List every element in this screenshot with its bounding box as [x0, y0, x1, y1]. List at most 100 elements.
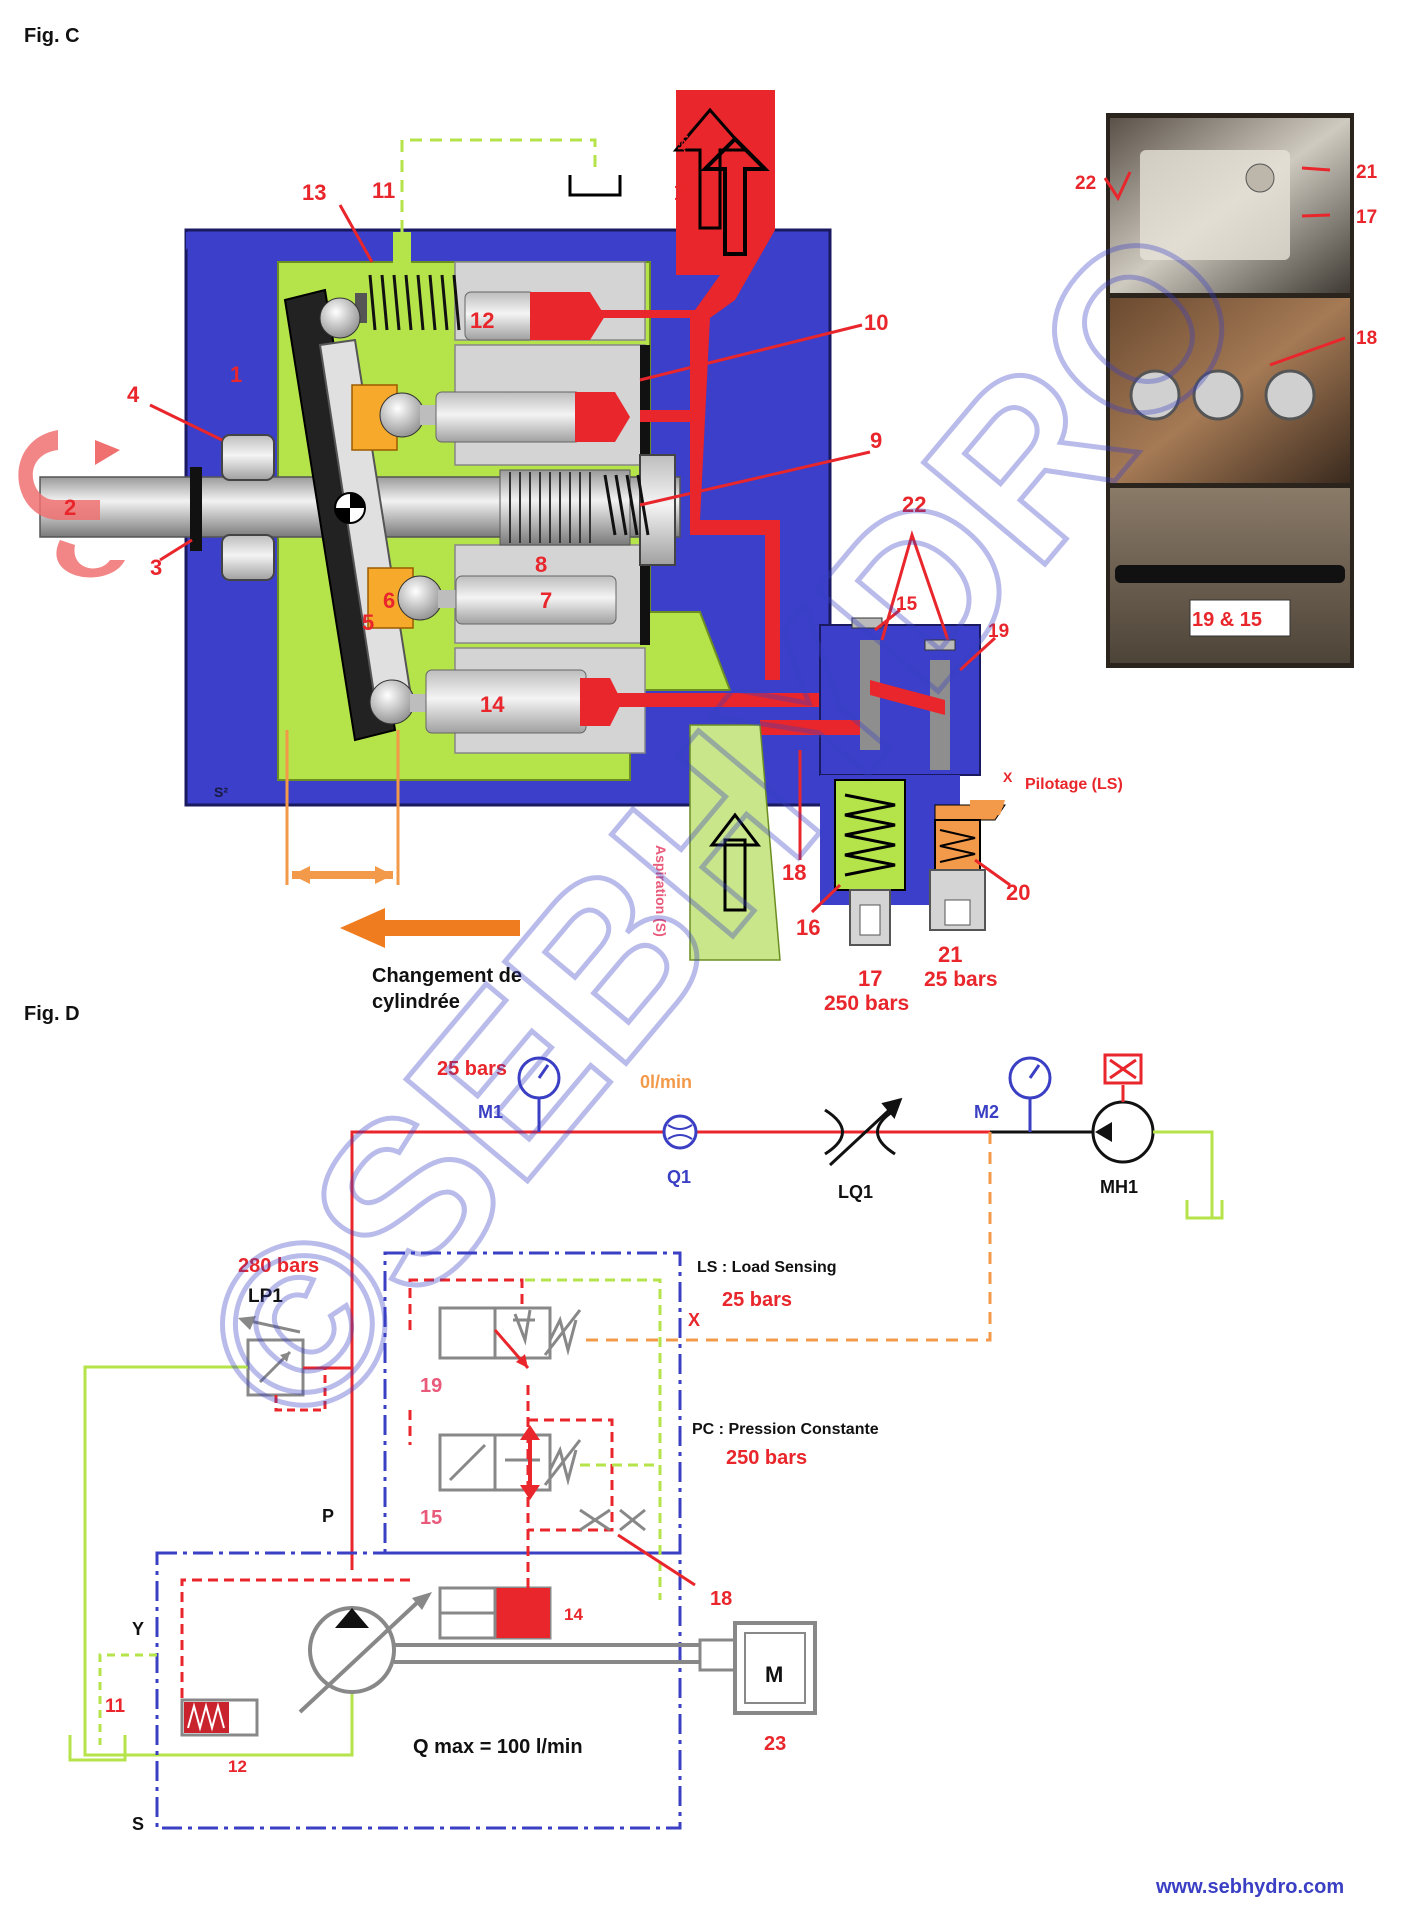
- compensator-20: [929, 804, 1006, 931]
- y-label: Y: [132, 1619, 144, 1639]
- label-14-d: 14: [564, 1605, 583, 1624]
- pc-title: PC : Pression Constante: [692, 1421, 879, 1438]
- rotation-arrow-icon: [18, 430, 125, 578]
- label-21: 21: [938, 942, 962, 967]
- label-15: 15: [896, 594, 918, 615]
- label-20: 20: [1006, 880, 1030, 905]
- piston-upper: [379, 391, 630, 443]
- spring-9: [603, 474, 650, 536]
- fig-c-title: Fig. C: [24, 25, 80, 47]
- ls-pressure: 25 bars: [722, 1289, 792, 1311]
- main-pressure-line: [350, 1130, 990, 1570]
- ls-pilot-line: [578, 1132, 992, 1342]
- label-3: 3: [150, 555, 162, 580]
- hydraulic-motor-mh1-icon: [1091, 1053, 1224, 1220]
- pump-symbol: [180, 1578, 700, 1714]
- photo-panel: [1106, 113, 1354, 668]
- displacement-label-line2: cylindrée: [372, 991, 460, 1013]
- label-12-d: 12: [228, 1757, 247, 1776]
- regulator-frame: [383, 1251, 682, 1555]
- label-4: 4: [127, 382, 140, 407]
- mh1-label: MH1: [1100, 1177, 1138, 1197]
- m2-label: M2: [974, 1102, 999, 1122]
- aspiration-label: Aspiration (S): [653, 845, 669, 937]
- lp1-label: LP1: [248, 1286, 283, 1307]
- piston-lower-7: [397, 575, 617, 625]
- control-piston-14: [438, 1530, 552, 1640]
- fig-d-title: Fig. D: [24, 1003, 80, 1025]
- motor-letter: M: [765, 1662, 783, 1687]
- suction-inlet: [689, 724, 781, 961]
- label-19-d: 19: [420, 1375, 442, 1397]
- label-2: 2: [64, 495, 76, 520]
- fig-c-number-labels: 13 11 12 10 1 4 2 3 9 8 6 7 5 14 22 15 1…: [64, 178, 1030, 991]
- label-15-d: 15: [420, 1507, 442, 1529]
- pilotage-label: Pilotage (LS): [1025, 776, 1123, 793]
- label-10: 10: [864, 310, 888, 335]
- photo-label-22: 22: [1075, 173, 1096, 194]
- gauge-m2-icon: [1008, 1056, 1052, 1132]
- pressure-21: 25 bars: [924, 968, 998, 991]
- label-7: 7: [540, 588, 552, 613]
- website-link[interactable]: www.sebhydro.com: [1155, 1876, 1344, 1898]
- label-12: 12: [470, 308, 494, 333]
- piston-shoe-top: [351, 384, 398, 451]
- pc-pressure: 250 bars: [726, 1447, 807, 1469]
- label-6: 6: [383, 588, 395, 613]
- label-18-d: 18: [710, 1588, 732, 1610]
- leader-lines-c: [149, 204, 1011, 914]
- label-8: 8: [535, 552, 547, 577]
- bearing-front: [221, 434, 275, 581]
- ls-x-label: X: [688, 1310, 700, 1330]
- pressure-17: 250 bars: [824, 992, 909, 1015]
- outlet-arrow-icon: [700, 136, 770, 256]
- ls-valve-19: [408, 1278, 662, 1600]
- label-9: 9: [870, 428, 882, 453]
- lq1-label: LQ1: [838, 1182, 873, 1202]
- label-1: 1: [230, 362, 242, 387]
- q1-label: Q1: [667, 1167, 691, 1187]
- flow-value: 0l/min: [640, 1072, 692, 1092]
- drain-line-11: [400, 138, 597, 232]
- piston-control-14: [369, 669, 622, 734]
- m1-pressure: 25 bars: [437, 1058, 507, 1080]
- photo-label-17: 17: [1356, 207, 1377, 228]
- label-11-d: 11: [105, 1696, 126, 1717]
- drain-11-d: [68, 1653, 157, 1762]
- label-5: 5: [362, 610, 374, 635]
- pilotage-x-label: X: [1003, 769, 1013, 785]
- qmax-label: Q max = 100 l/min: [413, 1736, 583, 1758]
- electric-motor-icon: [698, 1621, 817, 1715]
- label-13: 13: [302, 180, 326, 205]
- tank-symbol: [568, 175, 622, 197]
- p-label: P: [322, 1506, 334, 1526]
- s-label: S: [132, 1814, 144, 1834]
- piston-control-12: [319, 274, 605, 341]
- displacement-indicator: [285, 730, 520, 948]
- s2-label: S²: [214, 784, 228, 800]
- label-23: 23: [764, 1733, 786, 1755]
- pump-frame: [155, 1551, 682, 1830]
- flowmeter-q1-icon: [662, 1114, 698, 1150]
- relief-valve-lp1: [83, 1316, 354, 1757]
- label-14: 14: [480, 692, 505, 717]
- gauge-m1-icon: [517, 1056, 561, 1132]
- photo-label-21: 21: [1356, 162, 1378, 183]
- compensator-16: [834, 779, 906, 946]
- photo-leaders: [1103, 166, 1346, 367]
- label-18: 18: [782, 860, 806, 885]
- photo-label-18: 18: [1356, 328, 1377, 349]
- m1-label: M1: [478, 1102, 503, 1122]
- bearing-rear: [639, 454, 676, 566]
- label-16: 16: [796, 915, 820, 940]
- photo-caption: 19 & 15: [1192, 609, 1262, 631]
- ls-title: LS : Load Sensing: [697, 1259, 837, 1276]
- label-22: 22: [902, 492, 926, 517]
- throttle-lq1-icon: [824, 1097, 903, 1167]
- label-17: 17: [858, 966, 882, 991]
- refoulement-label: Refoulement (P): [675, 95, 691, 202]
- label-11: 11: [372, 178, 395, 203]
- pc-valve-15: [408, 1385, 696, 1587]
- label-19: 19: [988, 621, 1009, 642]
